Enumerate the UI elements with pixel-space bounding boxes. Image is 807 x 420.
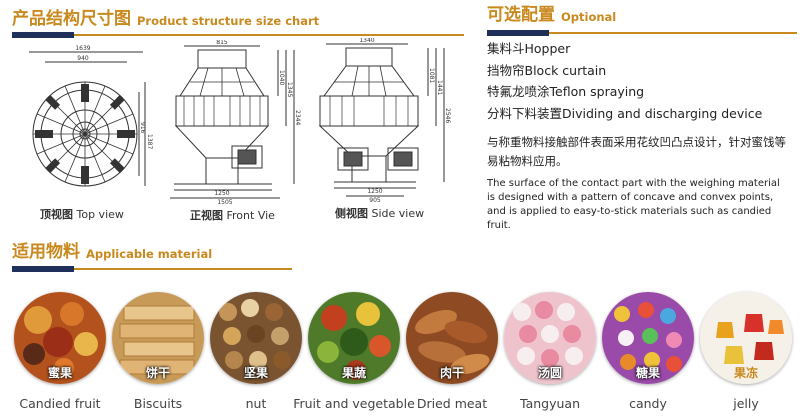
candied-fruit-label-en: Candied fruit (19, 396, 101, 411)
front-dim-height-1: 1040 (278, 70, 285, 85)
fruit-vegetable-label-en: Fruit and vegetable (293, 396, 415, 411)
fruit-vegetable-label-zh: 果蔬 (341, 366, 366, 380)
biscuits-image (112, 292, 204, 384)
side-dim-bottom-1: 1250 (367, 188, 382, 195)
optional-item-teflon: 特氟龙喷涂Teflon spraying (487, 84, 645, 99)
biscuits-label-en: Biscuits (133, 396, 183, 411)
side-dim-height-1: 1081 (428, 68, 435, 83)
material-biscuits: 饼干 (112, 292, 204, 384)
top-dim-height-1: 1387 (146, 134, 153, 149)
materials-title-zh: 适用物料 (12, 242, 80, 262)
jelly-image (700, 292, 792, 384)
tangyuan-label-zh: 汤圆 (537, 366, 562, 380)
optional-item-hopper: 集料斗Hopper (487, 41, 571, 56)
optional-item-dividing: 分料下料装置Dividing and discharging device (487, 105, 763, 121)
material-candied-fruit: 蜜果 (14, 292, 106, 384)
dried-meat-label-zh: 肉干 (439, 366, 464, 380)
top-dim-width-2: 940 (77, 55, 89, 62)
materials-title-rule (74, 268, 292, 270)
material-fruit-vegetable: 果蔬 (308, 292, 400, 384)
material-candy: 糖果 (602, 292, 694, 384)
front-dim-bottom-1: 1250 (214, 190, 229, 197)
jelly-label-en: jelly (733, 396, 759, 411)
dried-meat-label-en: Dried meat (416, 396, 488, 411)
optional-title-rule (549, 32, 797, 34)
optional-list: 集料斗Hopper 挡物帘Block curtain 特氟龙喷涂Teflon s… (487, 38, 762, 124)
material-dried-meat: 肉干 (406, 292, 498, 384)
side-view-drawing: 1340 1250 905 1081 1441 2546 (318, 38, 451, 203)
tangyuan-label-en: Tangyuan (520, 396, 580, 411)
optional-description-zh: 与称重物料接触部件表面采用花纹凹凸点设计，针对蜜饯等易粘物料应用。 (487, 135, 786, 168)
nut-image (210, 292, 302, 384)
optional-section-title: 可选配置 Optional (487, 6, 616, 24)
structure-title-rule (74, 34, 464, 36)
side-dim-height-2: 1441 (436, 80, 443, 95)
front-dim-top: 815 (216, 40, 228, 46)
front-dim-bottom-2: 1505 (217, 199, 232, 205)
candy-image (602, 292, 694, 384)
material-nut: 坚果 (210, 292, 302, 384)
top-view-caption-en: Top view (76, 208, 124, 221)
optional-item-block-curtain: 挡物帘Block curtain (487, 62, 607, 78)
side-dim-bottom-2: 905 (369, 197, 381, 203)
side-dim-height-3: 2546 (444, 108, 451, 123)
material-jelly: 果冻 (700, 292, 792, 384)
optional-title-zh: 可选配置 (487, 5, 555, 25)
fruit-vegetable-image (308, 292, 400, 384)
structure-title-bar (12, 32, 74, 38)
top-dim-width-1: 1639 (75, 45, 90, 52)
dried-meat-image (406, 292, 498, 384)
candied-fruit-label-zh: 蜜果 (47, 366, 72, 380)
materials-section-title: 适用物料 Applicable material (12, 243, 212, 261)
side-view-caption-en: Side view (371, 207, 425, 220)
structure-title-zh: 产品结构尺寸图 (12, 9, 131, 29)
candied-fruit-image (14, 292, 106, 384)
side-dim-top: 1340 (359, 38, 374, 44)
top-view-caption-zh: 顶视图 (40, 208, 73, 221)
biscuits-label-zh: 饼干 (145, 366, 170, 380)
optional-title-bar (487, 30, 549, 36)
front-dim-height-3: 2344 (294, 110, 301, 125)
material-tangyuan: 汤圆 (504, 292, 596, 384)
side-view-caption: 侧视图 Side view (335, 205, 424, 221)
nut-label-zh: 坚果 (243, 366, 268, 380)
front-view-drawing: 815 1250 1505 1040 1345 2344 (170, 40, 301, 205)
top-view-hoppers (32, 81, 138, 187)
front-dim-height-2: 1345 (286, 82, 293, 97)
tangyuan-image (504, 292, 596, 384)
optional-title-en: Optional (561, 10, 617, 24)
top-view-drawing: 1639 940 1387 916 (29, 45, 153, 187)
top-dim-height-2: 916 (139, 122, 146, 134)
materials-title-en: Applicable material (86, 247, 213, 261)
candy-label-en: candy (629, 396, 667, 411)
structure-title-en: Product structure size chart (137, 14, 320, 28)
optional-description-en: The surface of the contact part with the… (487, 178, 780, 231)
structure-section-title: 产品结构尺寸图 Product structure size chart (12, 10, 319, 28)
front-view-caption: 正视图 Front Vie (190, 207, 275, 223)
front-view-caption-zh: 正视图 (190, 209, 223, 222)
jelly-label-zh: 果冻 (733, 366, 758, 380)
top-view-caption: 顶视图 Top view (40, 206, 124, 222)
candy-label-zh: 糖果 (635, 366, 660, 380)
side-view-caption-zh: 侧视图 (335, 207, 368, 220)
nut-label-en: nut (245, 396, 267, 411)
materials-title-bar (12, 266, 74, 272)
front-view-caption-en: Front Vie (226, 209, 275, 222)
